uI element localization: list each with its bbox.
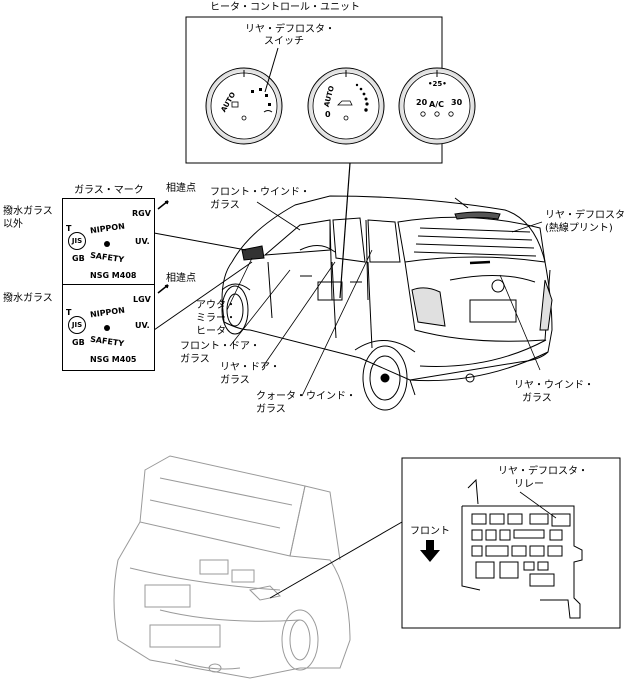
quarter-window-label-1: クォータ・ウインド・: [256, 391, 356, 402]
mark-upper-gb: GB: [72, 254, 85, 263]
glass-mark-upper: T RGV UV. JIS GB NIPPON SAFETY NSG M408: [62, 198, 155, 285]
rear-window-label-1: リヤ・ウインド・: [514, 380, 594, 391]
rear-defroster-switch-label-2: スイッチ: [264, 36, 304, 47]
mark-upper-nippon: NIPPON: [89, 221, 126, 236]
mark-lower-safety: SAFETY: [89, 334, 125, 349]
outer-mirror-label-2: ミラー・: [196, 313, 236, 324]
dial3-ac: A/C: [429, 100, 444, 109]
dial-ac: [398, 67, 476, 145]
front-arrow: [420, 540, 440, 562]
mark-upper-jis: JIS: [71, 237, 83, 245]
car-rear-view: [221, 195, 553, 411]
mark-upper-model: NSG M408: [90, 271, 137, 280]
quarter-window-label-2: ガラス: [256, 404, 286, 415]
glass-mark-lower: T LGV UV. JIS GB NIPPON SAFETY NSG M405: [62, 284, 155, 371]
front-door-label-2: ガラス: [180, 354, 210, 365]
mark-lower-uv: UV.: [135, 321, 150, 330]
rear-door-label-2: ガラス: [220, 375, 250, 386]
mark-upper-code: RGV: [132, 209, 151, 218]
diff-point-2: 相違点: [166, 273, 196, 284]
rear-defroster-label-1: リヤ・デフロスタ: [545, 210, 625, 221]
dial-fan-speed: [307, 67, 385, 145]
mark-lower-jis-badge: JIS: [68, 316, 86, 334]
dial2-zero: 0: [325, 110, 331, 119]
rear-door-label-1: リヤ・ドア・: [220, 362, 280, 373]
mark-upper-jis-badge: JIS: [68, 232, 86, 250]
mark-lower-model: NSG M405: [90, 355, 137, 364]
mark-lower-gb: GB: [72, 338, 85, 347]
relay-label-1: リヤ・デフロスタ・: [498, 466, 588, 477]
rear-defroster-switch-label-1: リヤ・デフロスタ・: [245, 24, 335, 35]
dial3-20: 20: [416, 98, 428, 107]
dial3-top: •25•: [428, 80, 447, 88]
mark-upper-safety: SAFETY: [89, 250, 125, 265]
relay-frame: [401, 457, 621, 629]
mark-upper-dot: [104, 241, 110, 247]
mark-lower-nippon: NIPPON: [89, 305, 126, 320]
glass-mark-title: ガラス・マーク: [74, 185, 144, 196]
side-label-upper-1: 撥水ガラス: [3, 206, 53, 217]
heater-control-title: ヒータ・コントロール・ユニット: [210, 2, 360, 13]
outer-mirror-label-3: ヒータ: [196, 326, 226, 337]
mark-lower-t: T: [66, 308, 72, 317]
front-window-label-2: ガラス: [210, 200, 240, 211]
mark-lower-code: LGV: [133, 295, 151, 304]
side-label-upper-2: 以外: [3, 219, 23, 230]
rear-defroster-label-2: (熱線プリント): [545, 223, 613, 234]
side-label-lower: 撥水ガラス: [3, 293, 53, 304]
relay-label-2: リレー: [514, 479, 544, 490]
mark-upper-uv: UV.: [135, 237, 150, 246]
mark-lower-dot: [104, 325, 110, 331]
car-front-open-hood: [113, 455, 351, 679]
relay-block: [461, 478, 583, 619]
dial-temperature-mode: [205, 67, 283, 145]
front-direction-label: フロント: [410, 526, 450, 537]
rear-window-label-2: ガラス: [522, 393, 552, 404]
dial3-30: 30: [451, 98, 463, 107]
outer-mirror-label-1: アウタ・: [196, 300, 236, 311]
diff-point-1: 相違点: [166, 183, 196, 194]
front-window-label-1: フロント・ウインド・: [210, 187, 310, 198]
mark-lower-jis: JIS: [71, 321, 83, 329]
mark-upper-t: T: [66, 224, 72, 233]
front-door-label-1: フロント・ドア・: [180, 341, 260, 352]
